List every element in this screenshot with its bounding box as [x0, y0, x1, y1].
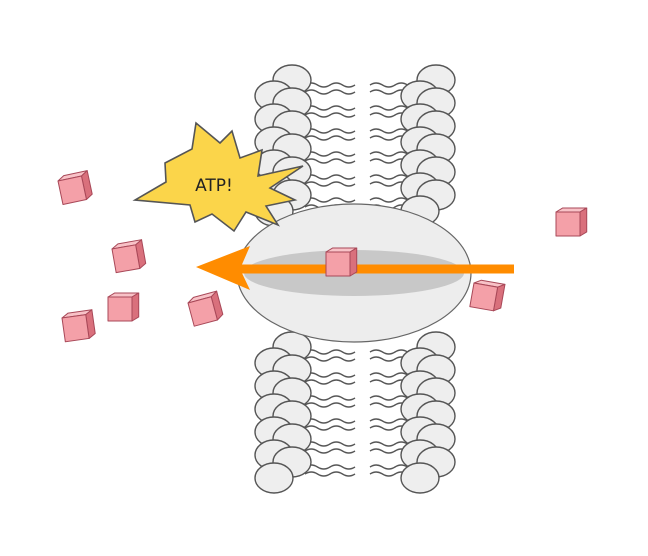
molecule-cube-icon: [325, 247, 358, 277]
molecule-cube-icon: [555, 207, 588, 237]
lipid-tail: [304, 181, 356, 187]
lipid-tail: [304, 448, 356, 454]
lipid-tail: [304, 441, 356, 447]
lipid-tail: [304, 151, 356, 157]
lipid-tail: [304, 349, 356, 355]
lipid-tail: [304, 418, 356, 424]
lipid-tail: [304, 89, 356, 95]
atp-burst-shape: [132, 121, 304, 233]
lipid-tail: [304, 105, 356, 111]
lipid-tail: [304, 471, 356, 477]
molecules: [57, 170, 588, 343]
molecule-cube-icon: [187, 290, 224, 327]
lipid-row: [254, 446, 456, 494]
transport-arrow-head: [196, 246, 250, 290]
transport-arrow: [196, 246, 514, 290]
lipid-tail: [304, 82, 356, 88]
lipid-tail: [304, 356, 356, 362]
lipid-tail: [304, 464, 356, 470]
atp-label: ATP!: [195, 176, 233, 196]
lipid-tail: [304, 395, 356, 401]
molecule-cube-icon: [107, 292, 140, 322]
lipid-tail: [304, 158, 356, 164]
molecule-in-channel-layer: [325, 247, 358, 277]
lipid-tail: [304, 128, 356, 134]
atp-burst: ATP!: [132, 121, 304, 233]
lipid-tail: [304, 197, 356, 203]
lipid-tail: [304, 372, 356, 378]
molecule-cube-icon: [469, 279, 506, 312]
lipid-head: [254, 462, 294, 494]
lipid-tail: [304, 402, 356, 408]
lipid-tail: [304, 112, 356, 118]
lipid-tail: [304, 174, 356, 180]
molecule-cube-icon: [111, 239, 147, 274]
molecule-cube-icon: [61, 309, 96, 343]
molecule-cube-icon: [57, 170, 93, 205]
membrane-lower: [254, 331, 456, 494]
lipid-tail: [304, 135, 356, 141]
lipid-head: [400, 462, 440, 494]
lipid-tail: [304, 425, 356, 431]
lipid-tail: [304, 379, 356, 385]
